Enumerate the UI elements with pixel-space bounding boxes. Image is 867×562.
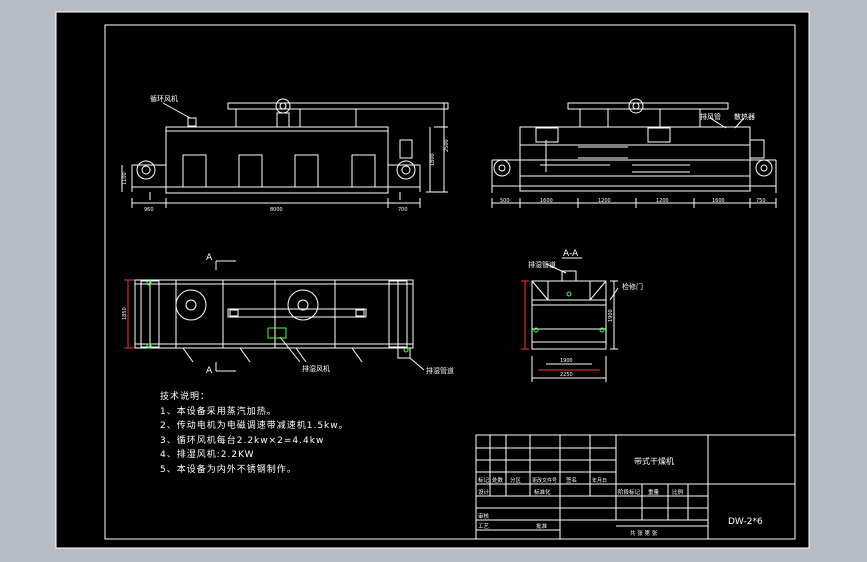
section-dim-1900: 1900 <box>560 358 573 364</box>
tb-row4-c2: 批准 <box>536 522 548 530</box>
plan-pipe-label: 排湿管道 <box>426 366 454 375</box>
side-dim-1: 1600 <box>540 198 553 204</box>
tb-row1-c1: 处数 <box>492 476 504 484</box>
section-title: A-A <box>563 249 579 259</box>
tech-note-5: 5、本设备为内外不锈钢制作。 <box>160 464 297 475</box>
plan-exhaust-label: 排湿风机 <box>302 364 330 373</box>
front-dim-960: 960 <box>144 207 154 213</box>
tech-note-4: 4、排湿风机:2.2KW <box>160 450 255 461</box>
side-view <box>491 98 777 208</box>
tech-notes-heading: 技术说明： <box>160 392 211 402</box>
side-right-label: 散热器 <box>734 112 755 121</box>
section-view <box>531 257 619 382</box>
plan-highlights <box>124 279 409 353</box>
section-door-label: 检修门 <box>622 282 643 291</box>
tb-row1-c3: 更改文件号 <box>532 477 557 484</box>
title-block <box>475 434 796 540</box>
plan-section-mark-bottom: A <box>206 366 213 376</box>
tb-sheets: 共 张 第 张 <box>630 529 658 537</box>
tb-row1-c2: 分区 <box>510 476 522 484</box>
title-block-name: 带式干燥机 <box>634 456 674 466</box>
tech-note-2: 2、传动电机为电磁调速带减速机1.5kw。 <box>160 421 349 432</box>
side-dim-5: 750 <box>756 198 766 204</box>
tech-note-1: 1、本设备采用蒸汽加热。 <box>160 406 277 417</box>
front-dim-8000: 8000 <box>270 207 283 213</box>
front-view <box>121 98 449 208</box>
tb-row2-c2: 标准化 <box>534 488 551 496</box>
section-dim-2250: 2250 <box>560 372 573 378</box>
front-fan-label: 循环风机 <box>150 94 178 103</box>
side-dim-2: 1200 <box>598 198 611 204</box>
section-dim-h1900: 1900 <box>608 309 614 322</box>
tb-row1-c4: 签名 <box>566 476 577 484</box>
tb-row3-c0: 审核 <box>478 512 490 520</box>
front-dim-h1100: 1100 <box>122 172 128 185</box>
side-left-label: 排风管 <box>700 112 721 121</box>
outer-frame <box>55 11 810 549</box>
side-dim-4: 1600 <box>712 198 725 204</box>
plan-section-mark-top: A <box>206 253 213 263</box>
front-dim-700: 700 <box>398 207 408 213</box>
side-dim-0: 500 <box>500 198 510 204</box>
tb-row2-c5: 重量 <box>648 488 660 496</box>
section-top-label: 排湿管道 <box>528 260 556 269</box>
title-block-code: DW-2*6 <box>728 517 763 527</box>
section-highlights <box>521 280 605 371</box>
tb-row1-c0: 标记 <box>478 476 490 484</box>
plan-width-dim: 1850 <box>122 307 128 320</box>
tb-row2-c4: 阶段标记 <box>618 488 641 496</box>
tb-row2-c0: 设计 <box>478 488 490 496</box>
front-dim-h2500: 2500 <box>444 139 450 152</box>
tb-row2-c6: 比例 <box>672 488 684 496</box>
side-dim-3: 1200 <box>656 198 669 204</box>
tb-row1-c5: 年月日 <box>592 477 607 484</box>
tb-row4-c0: 工艺 <box>478 523 490 530</box>
front-dim-h1800: 1800 <box>430 153 436 166</box>
plan-view <box>134 260 425 372</box>
tech-note-3: 3、循环风机每台2.2kw×2=4.4kw <box>160 435 325 446</box>
tech-notes: 技术说明： 1、本设备采用蒸汽加热。 2、传动电机为电磁调速带减速机1.5kw。… <box>160 390 349 478</box>
inner-frame <box>104 24 796 540</box>
